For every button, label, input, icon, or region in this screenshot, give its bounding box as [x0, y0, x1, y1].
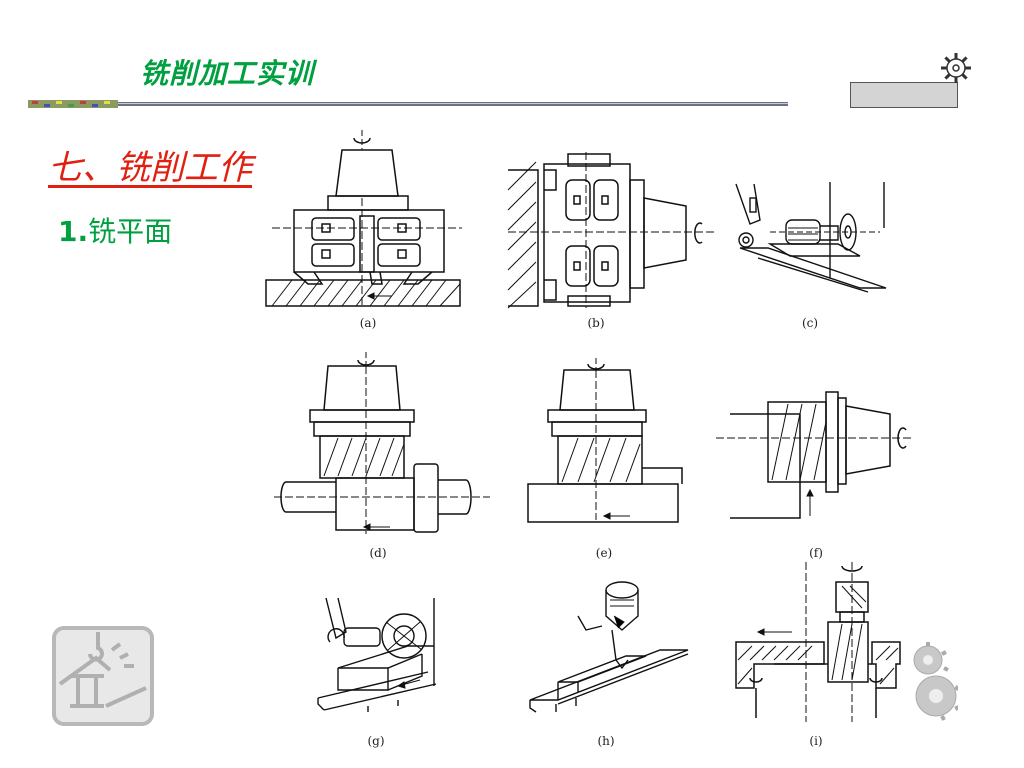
figure-caption: (a) — [359, 316, 377, 330]
section-title: 七、铣削工作 — [48, 148, 252, 188]
figure-caption: (h) — [597, 734, 615, 748]
figure-caption: (g) — [367, 734, 385, 748]
figure-h-end-milling — [529, 581, 689, 713]
figure-caption: (e) — [595, 546, 613, 560]
figure-f-side-milling — [716, 391, 912, 519]
figure-caption: (c) — [801, 316, 819, 330]
figure-caption: (b) — [587, 316, 605, 330]
figure-g-horizontal-face-milling — [317, 597, 437, 712]
figure-caption: (i) — [809, 734, 823, 748]
header-rule — [28, 100, 788, 108]
figure-caption: (d) — [369, 546, 387, 560]
subtitle-number: 1. — [58, 215, 89, 248]
figure-a-face-milling — [265, 130, 462, 307]
figure-caption: (f) — [809, 546, 823, 560]
gear-decoration-icon — [913, 642, 958, 721]
figure-d-cylindrical-milling — [274, 352, 490, 534]
subtitle: 1.铣平面 — [58, 210, 172, 250]
figure-i-slot-milling — [735, 562, 901, 722]
subtitle-text: 铣平面 — [88, 215, 173, 248]
gear-icon — [941, 53, 971, 83]
slide-header-title: 铣削加工实训 — [140, 57, 315, 90]
figure-b-side-face-milling — [507, 152, 716, 309]
crane-logo-icon — [52, 626, 154, 726]
figure-c-horizontal-milling — [735, 182, 887, 293]
header-box — [850, 82, 958, 108]
figure-e-plain-milling — [527, 358, 683, 523]
